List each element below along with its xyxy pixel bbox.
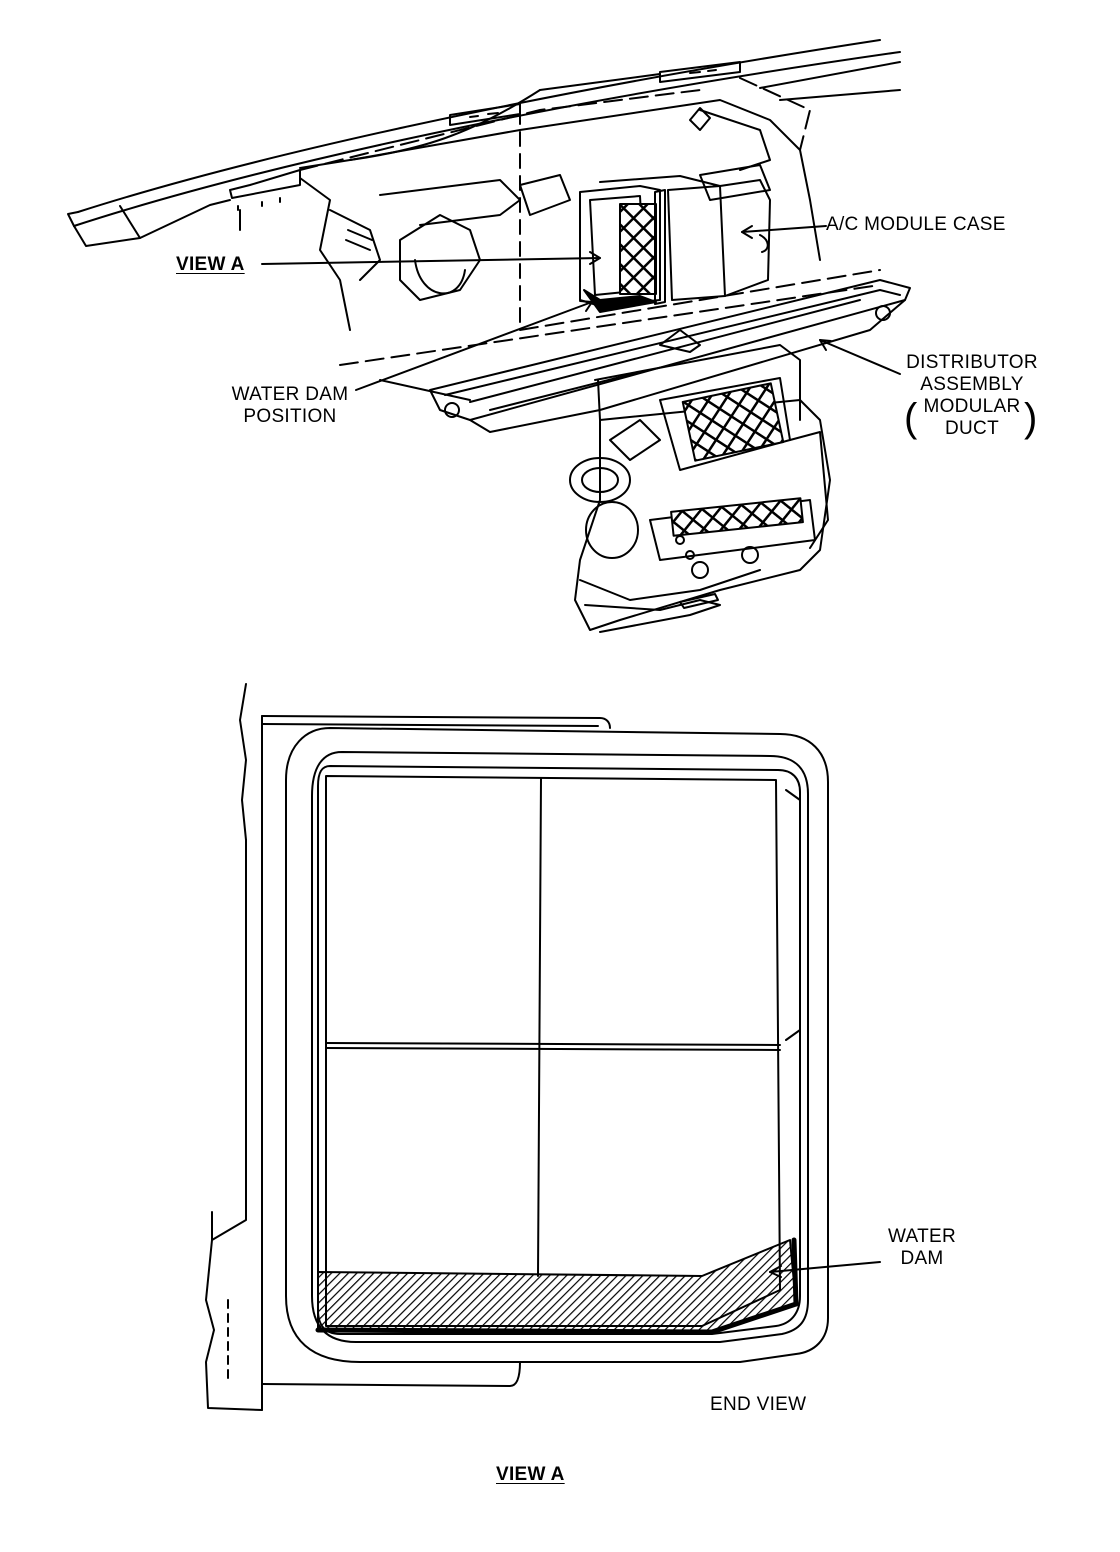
open-paren-glyph: ( — [904, 396, 918, 440]
label-view-a-top: VIEW A — [176, 254, 245, 275]
dash-structure-behind — [239, 99, 821, 331]
label-water-dam-line2: DAM — [900, 1248, 944, 1269]
label-view-a-bottom: VIEW A — [496, 1464, 565, 1485]
leader-lines-top — [261, 77, 901, 401]
label-water-dam-position: WATER DAM POSITION — [222, 384, 358, 428]
label-distributor-line2: ASSEMBLY — [920, 374, 1024, 395]
instrument-panel — [67, 39, 901, 247]
label-distributor-line1: DISTRIBUTOR — [906, 352, 1038, 373]
label-distributor-assembly: DISTRIBUTOR ASSEMBLY MODULAR DUCT — [900, 352, 1044, 440]
label-ac-module-case: A/C MODULE CASE — [826, 214, 1006, 235]
heater-core-housing — [569, 377, 831, 633]
label-water-dam: WATER DAM — [876, 1226, 968, 1270]
label-distributor-line3: MODULAR — [923, 396, 1021, 417]
close-paren-glyph: ) — [1024, 396, 1038, 440]
label-distributor-line4: DUCT — [945, 418, 999, 439]
label-water-dam-position-line2: POSITION — [243, 406, 337, 427]
label-water-dam-line1: WATER — [888, 1226, 956, 1247]
ac-module-case — [579, 175, 771, 313]
distributor-assembly — [429, 279, 911, 433]
end-view-drawing — [205, 683, 881, 1411]
label-water-dam-position-line1: WATER DAM — [231, 384, 349, 405]
label-end-view: END VIEW — [710, 1394, 807, 1415]
